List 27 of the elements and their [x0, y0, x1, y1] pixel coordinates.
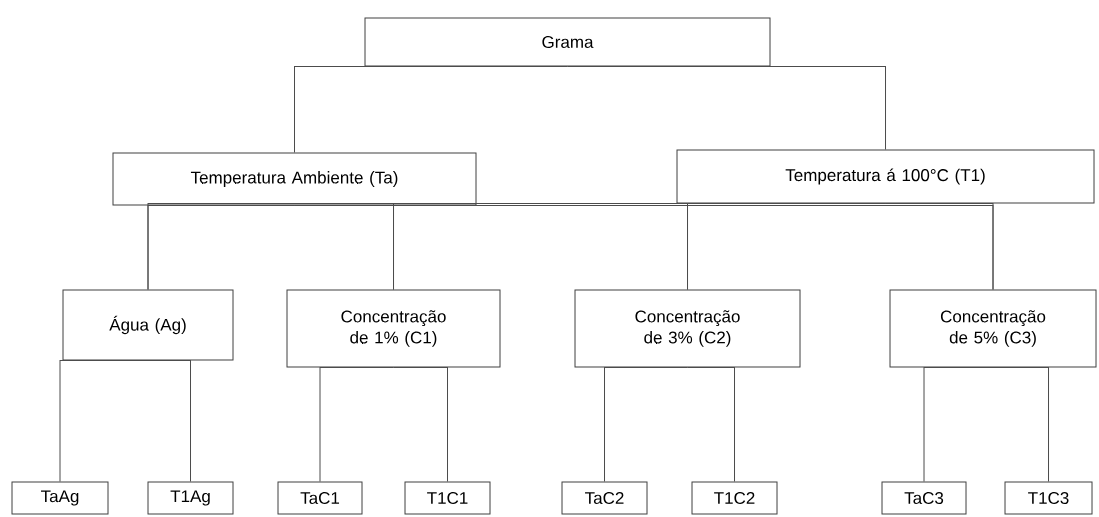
connector	[687, 203, 886, 290]
box: Temperatura á 100°C (T1)	[676, 149, 1095, 204]
box: Água (Ag)	[62, 289, 234, 361]
box: T1Ag	[147, 481, 234, 515]
box: TaC2	[561, 481, 648, 515]
box: T1C2	[691, 481, 778, 515]
connector	[992, 367, 1049, 482]
box: TaC1	[277, 481, 363, 515]
connector	[319, 367, 394, 482]
box: Grama	[364, 17, 771, 67]
box: TaC3	[881, 481, 967, 515]
box: Temperatura Ambiente (Ta)	[112, 152, 477, 206]
connector	[923, 367, 994, 482]
box: T1C1	[404, 481, 491, 515]
box: T1C3	[1004, 481, 1093, 515]
connector	[147, 360, 191, 482]
connector	[393, 367, 448, 482]
box: Concentração de 5% (C3)	[889, 289, 1097, 368]
connector	[885, 203, 994, 290]
box: TaAg	[11, 481, 109, 515]
connector	[294, 66, 568, 153]
connector	[687, 367, 735, 482]
connector	[567, 66, 886, 150]
box: Concentração de 1% (C1)	[286, 289, 501, 368]
box: Concentração de 3% (C2)	[574, 289, 801, 368]
connector	[604, 367, 688, 482]
connector	[59, 360, 149, 482]
